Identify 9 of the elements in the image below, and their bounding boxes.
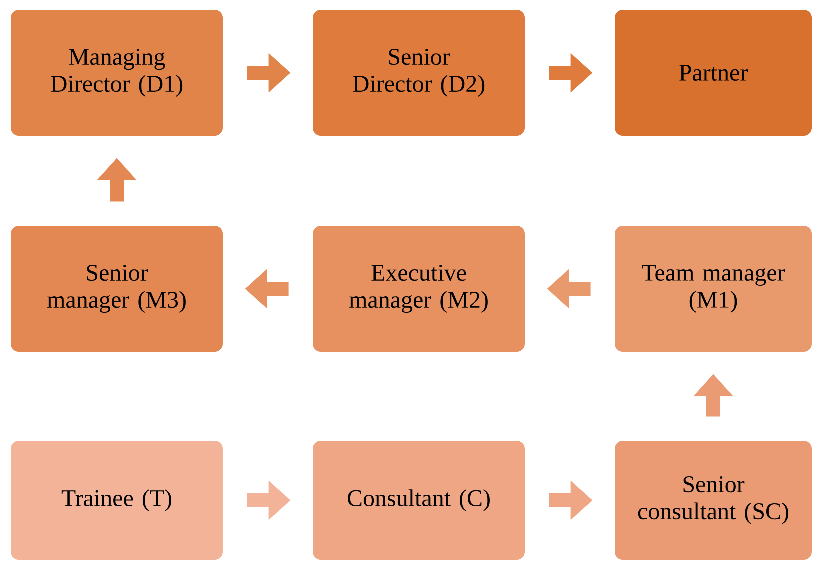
process-box: Senior Director (D2) (313, 10, 525, 136)
process-box: Senior consultant (SC) (615, 441, 812, 560)
process-box: Partner (615, 10, 812, 136)
process-box: Managing Director (D1) (11, 10, 223, 136)
process-box: Team manager (M1) (615, 226, 812, 352)
process-box: Senior manager (M3) (11, 226, 223, 352)
process-box: Trainee (T) (11, 441, 223, 560)
process-box: Consultant (C) (313, 441, 525, 560)
process-box: Executive manager (M2) (313, 226, 525, 352)
